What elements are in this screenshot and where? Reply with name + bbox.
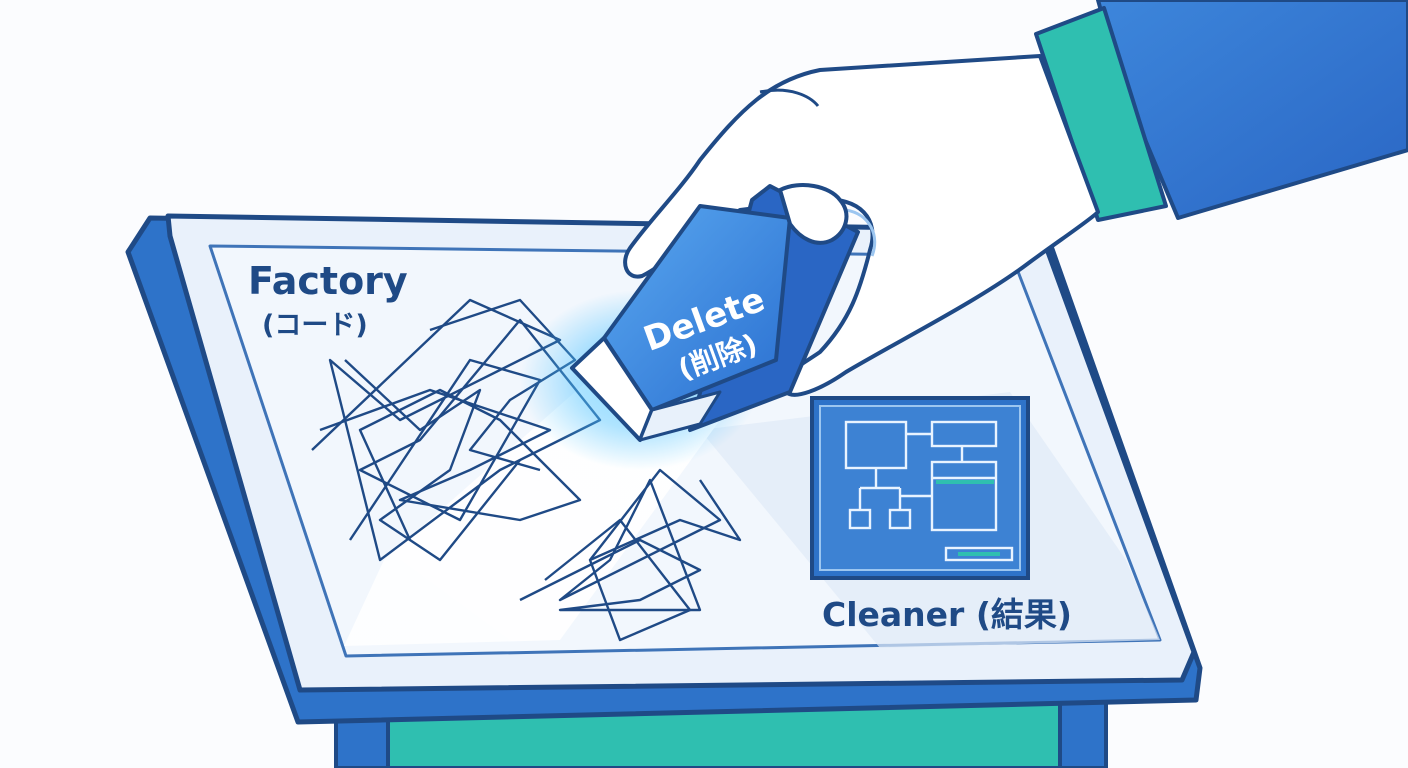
flowchart-icon [810,396,1030,580]
factory-label: Factory [248,259,408,303]
hand-icon [623,54,1100,397]
factory-sub-label: (コード) [262,310,368,341]
thumb [777,183,849,245]
eraser-icon [570,184,860,442]
sleeve [1034,0,1408,222]
cleaner-label: Cleaner (結果) [822,595,1072,634]
